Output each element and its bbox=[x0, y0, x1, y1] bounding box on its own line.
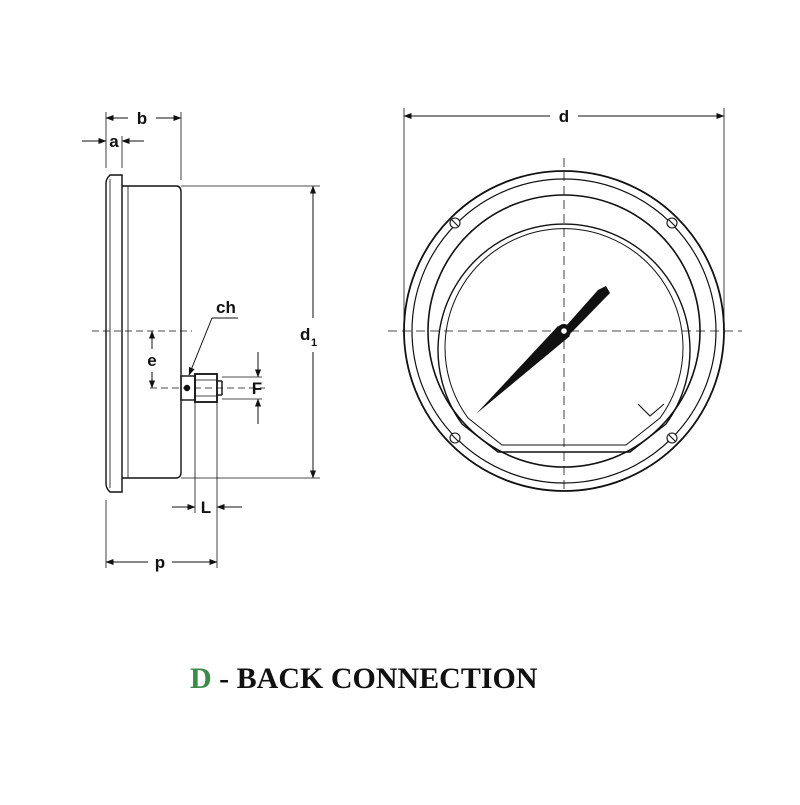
label-b: b bbox=[137, 109, 147, 128]
front-flange bbox=[105, 174, 123, 493]
scale-end-mark bbox=[637, 403, 665, 417]
case-body bbox=[122, 185, 182, 479]
drawing-caption: D - BACK CONNECTION bbox=[190, 662, 538, 696]
side-extension-lines bbox=[105, 112, 320, 568]
dial-window-inner bbox=[444, 228, 684, 446]
label-d1: d bbox=[300, 325, 310, 344]
label-d: d bbox=[559, 107, 569, 126]
screw-bottom-left bbox=[449, 432, 461, 444]
label-f: F bbox=[252, 379, 262, 398]
dim-d bbox=[403, 108, 725, 331]
label-a: a bbox=[109, 132, 119, 151]
side-view bbox=[105, 174, 223, 493]
mounting-screws bbox=[449, 217, 678, 444]
label-e: e bbox=[147, 351, 156, 370]
label-ch: ch bbox=[216, 298, 236, 317]
needle-hub-center bbox=[561, 328, 567, 334]
caption-letter: D bbox=[190, 662, 212, 695]
needle-tail bbox=[566, 286, 610, 333]
needle-body bbox=[476, 326, 570, 414]
screw-top-left bbox=[449, 217, 461, 229]
label-l: L bbox=[201, 498, 211, 517]
screw-top-right bbox=[666, 217, 678, 229]
label-d1-subscript: 1 bbox=[311, 337, 317, 349]
label-p: p bbox=[155, 553, 165, 572]
dimension-lines bbox=[82, 115, 316, 565]
dial-window bbox=[437, 223, 691, 453]
side-centerlines bbox=[92, 330, 265, 389]
caption-text: - BACK CONNECTION bbox=[211, 662, 538, 695]
screw-bottom-right bbox=[666, 432, 678, 444]
pointer-needle bbox=[476, 286, 610, 414]
